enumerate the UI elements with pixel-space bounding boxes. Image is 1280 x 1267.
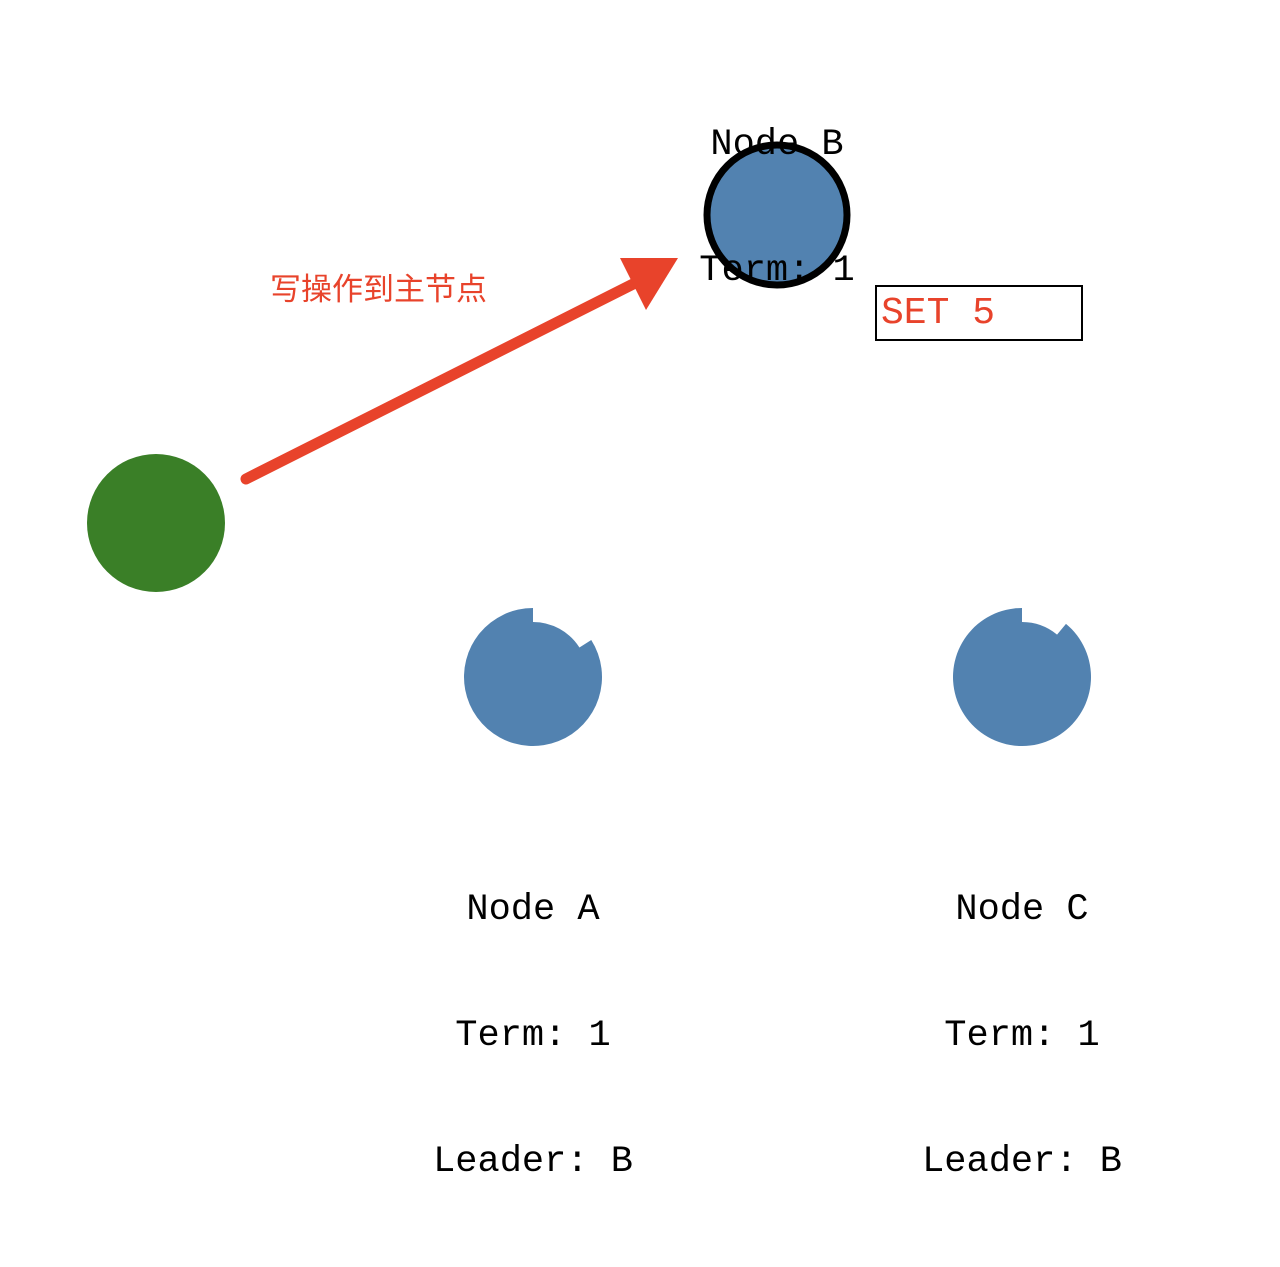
- write-arrow-label: 写操作到主节点: [270, 272, 487, 308]
- write-arrow: [240, 258, 678, 485]
- command-text: SET 5: [881, 292, 996, 335]
- node-b-leader-circle: [703, 141, 851, 289]
- node-b-name: Node B: [710, 124, 844, 166]
- node-a-term: Term: 1: [455, 1015, 611, 1057]
- diagram-canvas: [87, 141, 1091, 746]
- node-c-name: Node C: [955, 889, 1089, 931]
- node-c-label: Node C Term: 1 Leader: B: [872, 805, 1172, 1267]
- node-a-label: Node A Term: 1 Leader: B: [383, 805, 683, 1267]
- raft-diagram: Node B Term: 1 Node A Term: 1 Leader: B …: [87, 40, 1122, 1183]
- command-log-box: SET 5: [875, 285, 1083, 341]
- node-b-label: Node B Term: 1: [627, 40, 927, 376]
- node-c-term: Term: 1: [944, 1015, 1100, 1057]
- write-arrow-head: [620, 258, 678, 310]
- node-c-follower-circle: [953, 608, 1091, 746]
- node-b-term: Term: 1: [699, 250, 855, 292]
- node-a-name: Node A: [466, 889, 600, 931]
- node-c-leader: Leader: B: [922, 1141, 1122, 1183]
- node-a-leader: Leader: B: [433, 1141, 633, 1183]
- node-a-follower-circle: [464, 608, 602, 746]
- client-circle: [87, 454, 225, 592]
- write-arrow-shaft: [240, 272, 651, 485]
